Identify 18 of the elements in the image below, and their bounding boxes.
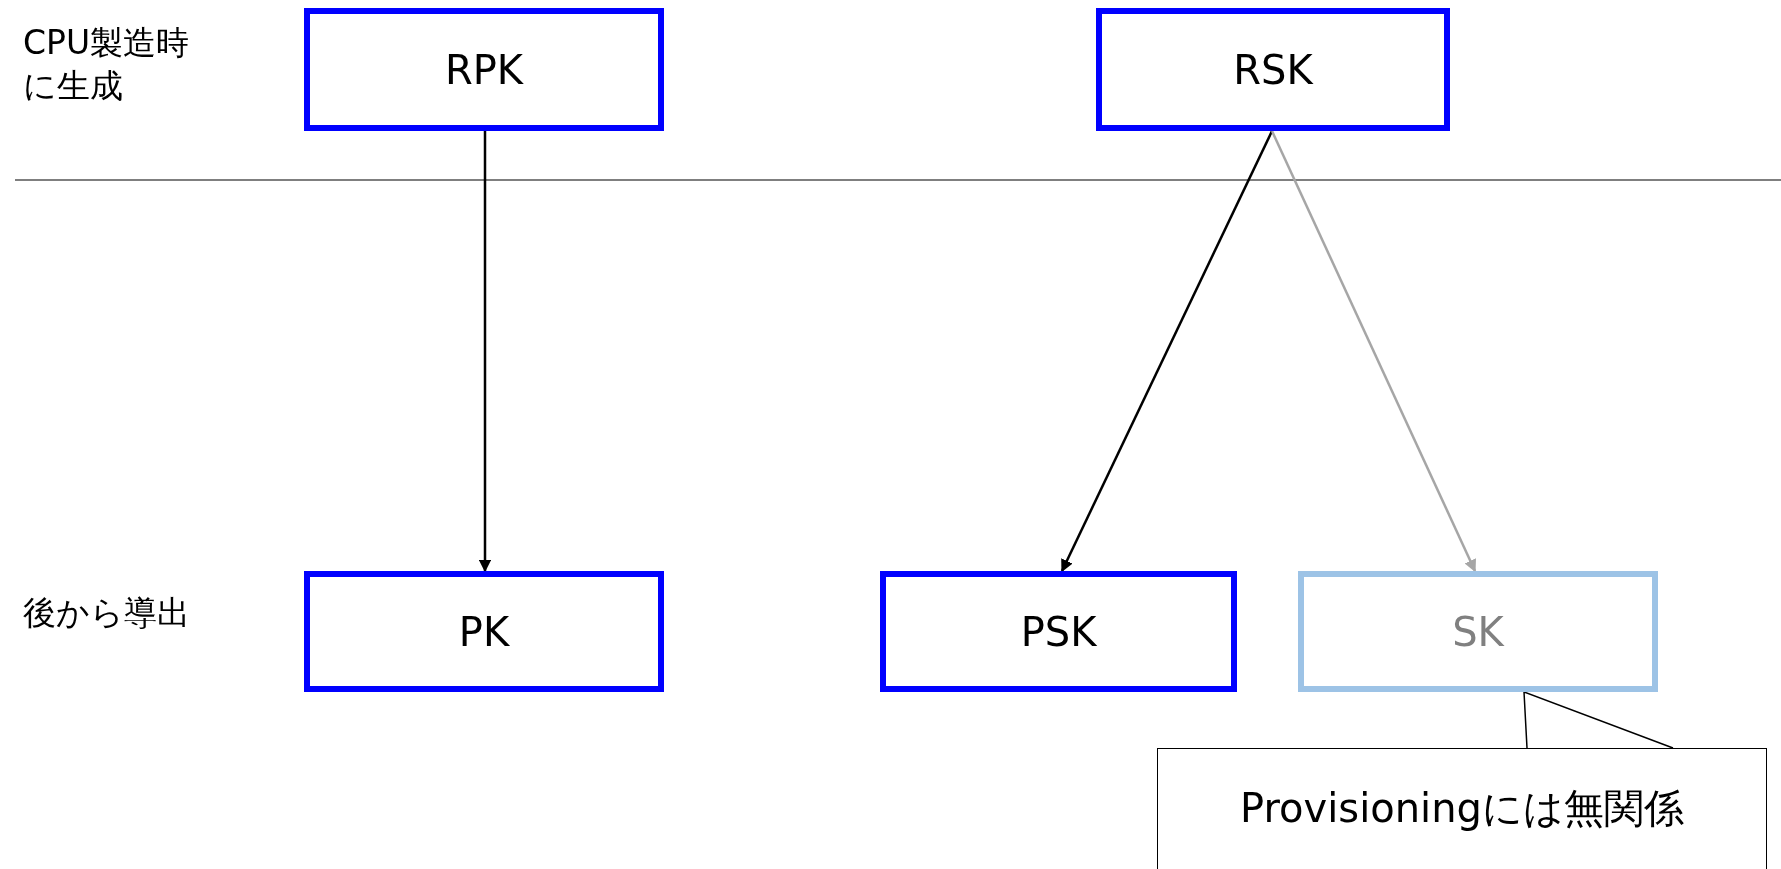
callout-box	[1157, 748, 1767, 869]
row-label: CPU製造時に生成	[23, 22, 191, 107]
key-box	[1298, 571, 1658, 692]
key-label: PK	[458, 608, 510, 655]
arrow	[1060, 130, 1274, 573]
key-box	[304, 8, 664, 131]
key-label: PSK	[1020, 608, 1097, 655]
arrow	[1270, 130, 1477, 573]
key-box	[1096, 8, 1450, 131]
row-label: 後から導出	[23, 592, 191, 634]
key-box	[304, 571, 664, 692]
key-box	[880, 571, 1237, 692]
key-label: RSK	[1233, 46, 1313, 93]
callout-pointer	[1523, 691, 1674, 749]
key-label: Provisioningには無関係	[1240, 784, 1684, 833]
key-label: SK	[1452, 608, 1504, 655]
arrow	[478, 131, 492, 573]
key-label: RPK	[444, 46, 524, 93]
